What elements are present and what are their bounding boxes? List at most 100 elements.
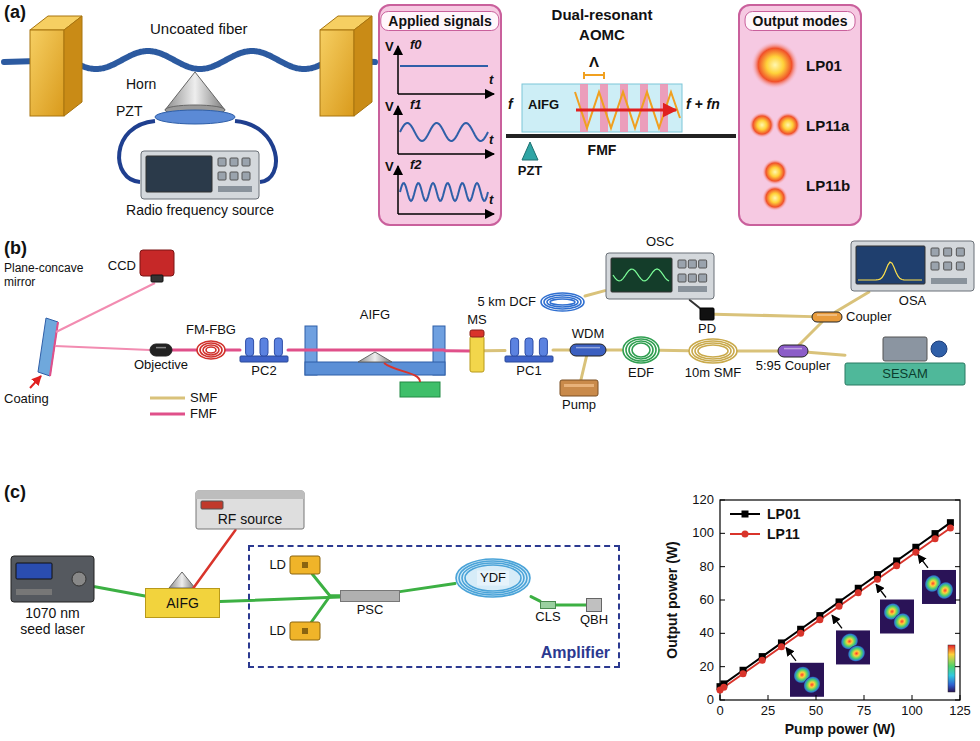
frequency-label: f [508, 96, 513, 112]
component-shape [605, 252, 715, 300]
component-shape [570, 344, 606, 356]
node-label: OSC [646, 235, 674, 250]
laser-diode: LD [290, 622, 320, 640]
fiber-coil: EDF [622, 336, 660, 364]
component-shape [700, 308, 714, 320]
illustration-part [955, 700, 960, 701]
illustration-part [384, 363, 420, 382]
fiber-coil: YDF [455, 558, 531, 598]
component-shape [560, 380, 598, 396]
node-label: 1070 nm seed laser [13, 605, 93, 637]
fiber-coil: 10m SMF [688, 338, 738, 364]
amplifier-group: LDLDPSCYDFCLSQBHAmplifier [248, 545, 620, 668]
node-label: PD [698, 322, 716, 337]
component-shape [150, 344, 172, 356]
illustration-part [768, 695, 769, 700]
node-label: 5 km DCF [478, 295, 537, 310]
mode-label: LP11b [806, 177, 850, 194]
part-label: Dual-resonant [552, 6, 653, 23]
fiber-link [95, 587, 145, 596]
illustration-part [800, 673, 824, 697]
fiber-link [220, 597, 340, 601]
illustration-part [50, 322, 58, 376]
rf-generator: Radio frequency source [140, 150, 260, 200]
component-shape [505, 338, 553, 362]
tick-label: 0 [716, 704, 723, 719]
fiber-link [312, 574, 340, 596]
node-label: PSC [357, 603, 384, 618]
node-label: PC2 [251, 364, 276, 379]
mode-images [749, 41, 801, 211]
fiber-link [288, 349, 305, 352]
fiber-link [585, 291, 605, 296]
illustration-part [620, 84, 628, 132]
illustration-part [955, 533, 960, 534]
illustration-part [400, 65, 488, 67]
oscilloscope: OSC [605, 252, 715, 300]
panel-label: (b) [4, 238, 27, 259]
illustration-part [836, 603, 843, 610]
illustration-part [522, 84, 682, 132]
illustration-part [575, 92, 680, 128]
illustration-part [720, 566, 725, 567]
illustration-part [397, 46, 399, 94]
component-shape [196, 340, 226, 360]
fiber-link [445, 349, 470, 352]
tick-label: 80 [700, 559, 714, 574]
axis-label: V [385, 100, 394, 115]
illustration-part [720, 684, 727, 691]
illustration-part [398, 213, 494, 215]
coupler: Coupler [812, 312, 842, 322]
illustration-part [955, 633, 960, 634]
illustration-part [506, 134, 736, 138]
tick-label: 120 [692, 493, 714, 508]
panel-label: (c) [4, 482, 26, 503]
illustration-part [64, 16, 82, 116]
node-label: Objective [134, 358, 188, 373]
illustration-part [876, 584, 886, 597]
node-label: WDM [572, 327, 605, 342]
callout-fill [378, 4, 502, 226]
illustration-part [320, 30, 354, 116]
illustration-part [751, 41, 799, 89]
illustration-part [880, 600, 914, 634]
plot [717, 500, 961, 700]
illustration-part [397, 166, 399, 214]
illustration-part [56, 283, 155, 332]
seed-laser: 1070 nm seed laser [10, 555, 95, 603]
node-label: AIFG [166, 595, 199, 611]
component-shape [10, 555, 95, 603]
illustration-part [740, 670, 747, 677]
illustration-part [759, 657, 766, 664]
node-label: QBH [580, 613, 608, 628]
illustration-part [874, 576, 881, 583]
tick-label: 0 [707, 693, 714, 708]
component-shape [290, 622, 320, 640]
legend-line [150, 397, 185, 400]
tick-label: 75 [857, 704, 871, 719]
frequency-label: f + fn [686, 96, 720, 112]
rf-generator: RF source [195, 490, 305, 530]
node-label: Pump [562, 398, 596, 413]
illustration-part [155, 110, 235, 124]
node-label: MS [467, 313, 487, 328]
camera: CCD [140, 250, 174, 282]
tick-label: 60 [700, 593, 714, 608]
part-label: FMF [588, 142, 617, 158]
component-shape [140, 250, 174, 282]
fiber-link [553, 349, 570, 352]
axis-title: Pump power (W) [785, 721, 895, 737]
fiber-link [226, 349, 240, 352]
illustration-part [70, 51, 330, 69]
illustration-part [522, 142, 538, 160]
node-label: FM-FBG [186, 323, 236, 338]
illustration-part [864, 695, 865, 700]
illustration-part [960, 695, 961, 700]
illustration-part [786, 648, 796, 661]
node-label: CCD [108, 259, 136, 274]
legend-samples [150, 398, 185, 414]
fiber-link [808, 352, 845, 355]
component-shape [778, 345, 808, 357]
illustration-part [790, 663, 824, 697]
legend-label: FMF [190, 407, 217, 422]
